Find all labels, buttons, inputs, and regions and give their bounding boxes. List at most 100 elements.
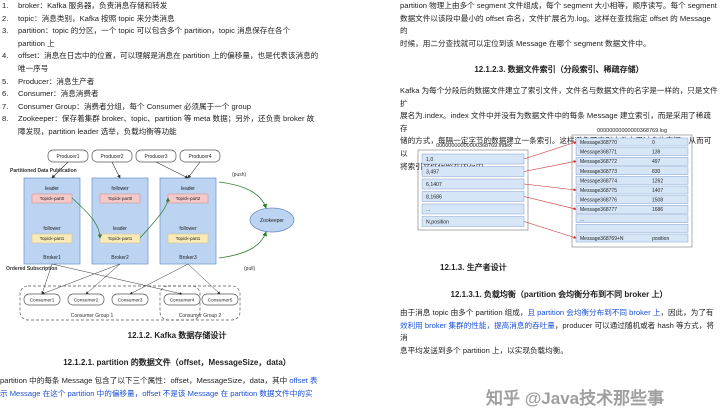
consumer-label: Consumer3 xyxy=(118,298,143,304)
glossary-item-text: Zookeeper：保存着集群 broker、topic、partition 等… xyxy=(18,114,315,124)
index-row-text: 3,497 xyxy=(426,170,439,176)
index-para-1: Kafka 为每个分段后的数据文件建立了索引文件，文件名与数据文件的名字是一样的… xyxy=(400,85,718,108)
broker-role-top: leader xyxy=(181,186,195,192)
index-file-name: 00000000000000368769.index xyxy=(436,143,512,149)
partition-box xyxy=(99,193,141,204)
partitioned-label: Partitioned Data Publication xyxy=(10,168,77,174)
partition-text-1: partition 中的每条 Message 包含了以下三个属性：offset，… xyxy=(0,376,290,386)
index-row-text: 1,0 xyxy=(426,157,433,163)
lb-para-2: 效利用 broker 集群的性能，提高消息的吞吐量，producer 可以通过随… xyxy=(400,320,718,345)
index-para-4: 将索引文件保留在内存中。 xyxy=(400,161,492,171)
section-12-1-2-1-heading: 12.1.2.1. partition 的数据文件（offset，Message… xyxy=(63,357,291,367)
broker-role-top: leader xyxy=(45,186,59,192)
consumer-label: Consumer1 xyxy=(30,298,55,304)
index-row-text: N,position xyxy=(426,220,449,226)
log-row-position: 1262 xyxy=(652,178,663,184)
lb-text-1c: ，因此，为了有 xyxy=(660,308,714,318)
broker-box xyxy=(159,177,217,265)
segment-para-2: 数据文件以该段中最小的 offset 命名，文件扩展名为.log。这样在查找指定… xyxy=(400,13,711,36)
glossary-item-number: 8. xyxy=(2,114,9,124)
log-row xyxy=(575,195,689,204)
lb-text-2b: ，producer 可以通过随机或者 hash 等方式，将消 xyxy=(400,320,714,343)
partition-label: Topick-part1 xyxy=(176,236,201,241)
glossary-item-text: Consumer：消息消费者 xyxy=(18,89,99,99)
pull-label: (pull) xyxy=(244,266,255,272)
log-row-message: Message368769+N xyxy=(580,236,624,242)
log-row-message: Message368776 xyxy=(580,198,617,204)
consumer-label: Consumer2 xyxy=(74,298,99,304)
broker-role-bottom: leader xyxy=(113,226,127,232)
glossary-item: 2.topic：消息类别，Kafka 按照 topic 来分类消息 xyxy=(0,13,354,26)
glossary-item-number: 5. xyxy=(2,76,9,86)
index-para-3: 储的方式，每隔一定字节的数据建立一条索引。这样避免了索引文件占用过多的空间，从而… xyxy=(400,136,712,158)
watermark-text: 知乎 @Java技术那些事 xyxy=(486,389,665,408)
log-row-position: 1407 xyxy=(652,188,663,194)
glossary-item: 3. partition：topic 的分区，一个 topic 可以包含多个 pa… xyxy=(0,25,354,38)
glossary-item: 障发现，partition leader 选举，负载均衡等功能 xyxy=(0,126,354,139)
glossary-item-number: 2. xyxy=(2,13,9,23)
zookeeper-node xyxy=(249,207,295,233)
producer-label: Producer3 xyxy=(144,154,167,160)
log-row-position: 830 xyxy=(652,169,661,175)
broker-name: Broker3 xyxy=(179,255,197,261)
broker-box xyxy=(91,177,149,265)
index-row xyxy=(421,153,525,165)
producer-label: Producer2 xyxy=(100,154,123,160)
right-column: partition 物理上由多个 segment 文件组成，每个 segment… xyxy=(400,0,718,173)
log-row-message: Message368771 xyxy=(580,150,617,156)
glossary-item: 6. Consumer：消息消费者 xyxy=(0,88,354,101)
consumer-group-1-label: Consumer Group 1 xyxy=(71,313,114,319)
zookeeper-label: Zookeeper xyxy=(260,218,284,224)
producer-node xyxy=(91,149,133,163)
broker-box xyxy=(23,177,81,265)
producer-label: Producer4 xyxy=(188,154,211,160)
glossary-item-number: 1. xyxy=(2,1,9,10)
glossary-item-text: offset：消息在日志中的位置，可以理解是消息在 partition 上的偏移… xyxy=(18,51,319,61)
partition-box xyxy=(31,233,73,244)
section-12-1-3-1-heading: 12.1.3.1. 负载均衡（partition 会均衡分布到不同 broker… xyxy=(450,289,668,299)
glossary-item-text: Producer：消息生产者 xyxy=(18,76,95,86)
partition-label: Topick-part2 xyxy=(176,196,201,201)
glossary-item-text: 唯一序号 xyxy=(18,63,49,73)
log-row-message: ... xyxy=(580,217,584,223)
glossary-item: 4.offset：消息在日志中的位置，可以理解是消息在 partition 上的… xyxy=(0,50,354,63)
index-row-text: 6,1407 xyxy=(426,182,442,188)
broker-role-bottom: follower xyxy=(179,226,197,232)
glossary-item-text: Consumer Group：消费者分组，每个 Consumer 必须属于一个 … xyxy=(18,101,251,111)
glossary-item-number: 6. xyxy=(2,89,9,99)
consumer-label: Consumer4 xyxy=(170,298,195,304)
left-column: 1. broker：Kafka 服务器，负责消息存储和转发 2.topic：消息类别… xyxy=(0,0,354,139)
index-link xyxy=(523,221,577,239)
partition-text-1-highlight: offset 表 xyxy=(289,376,318,386)
producer-label: Producer1 xyxy=(56,154,79,160)
log-row xyxy=(575,147,689,156)
log-row-message: Message368772 xyxy=(580,159,617,165)
glossary-item-text: partition：topic 的分区，一个 topic 可以包含多个 part… xyxy=(18,26,291,36)
glossary-item: 5. Producer：消息生产者 xyxy=(0,76,354,89)
log-row-position: 497 xyxy=(652,159,661,165)
partition-paragraph: partition 中的每条 Message 包含了以下三个属性：offset，… xyxy=(0,375,354,388)
glossary-item: 7.Consumer Group：消费者分组，每个 Consumer 必须属于一… xyxy=(0,101,354,114)
broker-name: Broker1 xyxy=(43,255,61,261)
index-link xyxy=(523,160,577,172)
ordered-label: Ordered Subscription xyxy=(6,266,57,272)
log-row-position: 139 xyxy=(652,150,661,156)
lb-para-1: 由于消息 topic 由多个 partition 组成，且 partition … xyxy=(400,307,718,320)
log-row xyxy=(575,214,689,224)
index-row-text: 8,1686 xyxy=(426,195,442,201)
segment-para-3: 时候，用二分查找就可以定位到该 Message 在哪个 segment 数据文件… xyxy=(400,38,651,48)
broker-name: Broker2 xyxy=(111,255,129,261)
glossary-item-text: broker：Kafka 服务器，负责消息存储和转发 xyxy=(18,1,168,10)
lb-text-1a: 由于消息 topic 由多个 partition 组成， xyxy=(400,308,528,318)
partition-label: Topick-part0 xyxy=(108,196,133,201)
log-row-position: 1686 xyxy=(652,207,663,213)
section-12-1-3-heading: 12.1.3. 生产者设计 xyxy=(440,263,507,272)
partition-box xyxy=(31,193,73,204)
partition-text-2: 示 Message 在这个 partition 中的偏移量，offset 不是该… xyxy=(0,388,313,398)
section-12-1-2-3-heading: 12.1.2.3. 数据文件索引（分段索引、稀疏存储） xyxy=(474,65,644,75)
glossary-item-number: 3. xyxy=(2,26,9,36)
lb-text-2a: 效利用 broker 集群的性能，提高消息的吞吐量 xyxy=(400,320,555,330)
log-row-message: Message368775 xyxy=(580,188,617,194)
index-link xyxy=(523,141,577,160)
